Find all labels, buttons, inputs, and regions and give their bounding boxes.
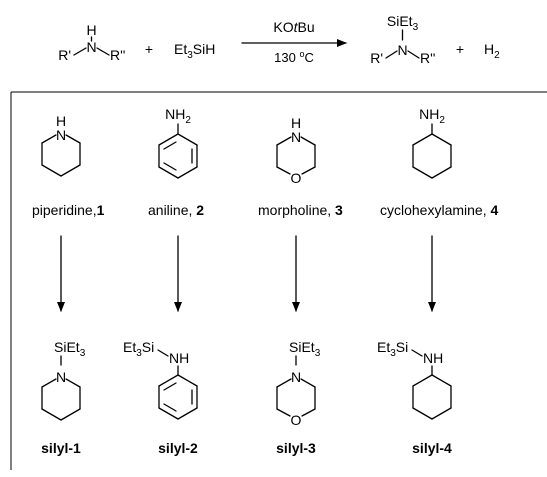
silyl-2-et3si-label: Et3Si: [123, 339, 154, 359]
product-n-label: N: [397, 42, 407, 58]
cyclohexylamine-nh2-label: NH2: [419, 106, 445, 126]
amine-r2-label: R'': [110, 47, 125, 63]
substrate-panel-border: [10, 91, 547, 470]
piperidine-h-label: H: [56, 113, 66, 129]
product-label-1: silyl-1: [41, 440, 81, 456]
product-label-4: silyl-4: [412, 440, 452, 456]
aniline-nh2-label: NH2: [165, 106, 191, 126]
silyl-1-structure: SiEt3 N: [41, 339, 86, 421]
product-r1-label: R': [370, 50, 383, 66]
product-silyl-label: SiEt3: [387, 13, 419, 33]
piperidine-n-label: N: [56, 127, 66, 143]
morpholine-n-label: N: [291, 129, 301, 145]
cyclohexylamine-structure: NH2: [412, 106, 452, 179]
product-label-2: silyl-2: [158, 440, 198, 456]
silyl-4-et3si-label: Et3Si: [377, 339, 408, 359]
amine-n-label: N: [86, 39, 96, 55]
substrate-label-4: cyclohexylamine, 4: [380, 202, 499, 218]
silyl-3-sieth3-label: SiEt3: [289, 339, 321, 359]
substrate-label-2: aniline, 2: [148, 202, 204, 218]
silyl-1-sieth3-label: SiEt3: [54, 339, 86, 359]
silyl-2-structure: Et3Si NH: [123, 339, 198, 420]
substrate-label-1: piperidine,1: [32, 202, 105, 218]
product-r2-label: R'': [420, 50, 435, 66]
reagent-label: KOtBu: [273, 19, 314, 35]
condition-label: 130 oC: [274, 49, 314, 65]
silyl-4-structure: Et3Si NH: [377, 339, 452, 420]
general-amine: H N R' R'': [58, 22, 125, 63]
hydrogen-label: H2: [484, 41, 500, 61]
silyl-1-n-label: N: [56, 369, 66, 385]
silyl-3-structure: SiEt3 N O: [276, 339, 321, 428]
silyl-3-o-label: O: [291, 412, 302, 428]
silyl-3-n-label: N: [291, 369, 301, 385]
plus-sign-2: +: [456, 41, 464, 57]
aniline-structure: NH2: [158, 106, 198, 179]
general-silylamine: SiEt3 N R' R'': [370, 13, 435, 66]
silyl-4-nh-label: NH: [423, 350, 443, 366]
morpholine-structure: H N O: [276, 115, 316, 186]
product-label-3: silyl-3: [276, 440, 316, 456]
silyl-2-nh-label: NH: [169, 350, 189, 366]
substrate-label-3: morpholine, 3: [258, 202, 343, 218]
morpholine-h-label: H: [291, 115, 301, 131]
piperidine-structure: H N: [41, 113, 81, 177]
plus-sign-1: +: [145, 41, 153, 57]
silane-label: Et3SiH: [174, 41, 215, 61]
amine-r1-label: R': [58, 47, 71, 63]
morpholine-o-label: O: [291, 170, 302, 186]
amine-h-label: H: [86, 22, 96, 38]
